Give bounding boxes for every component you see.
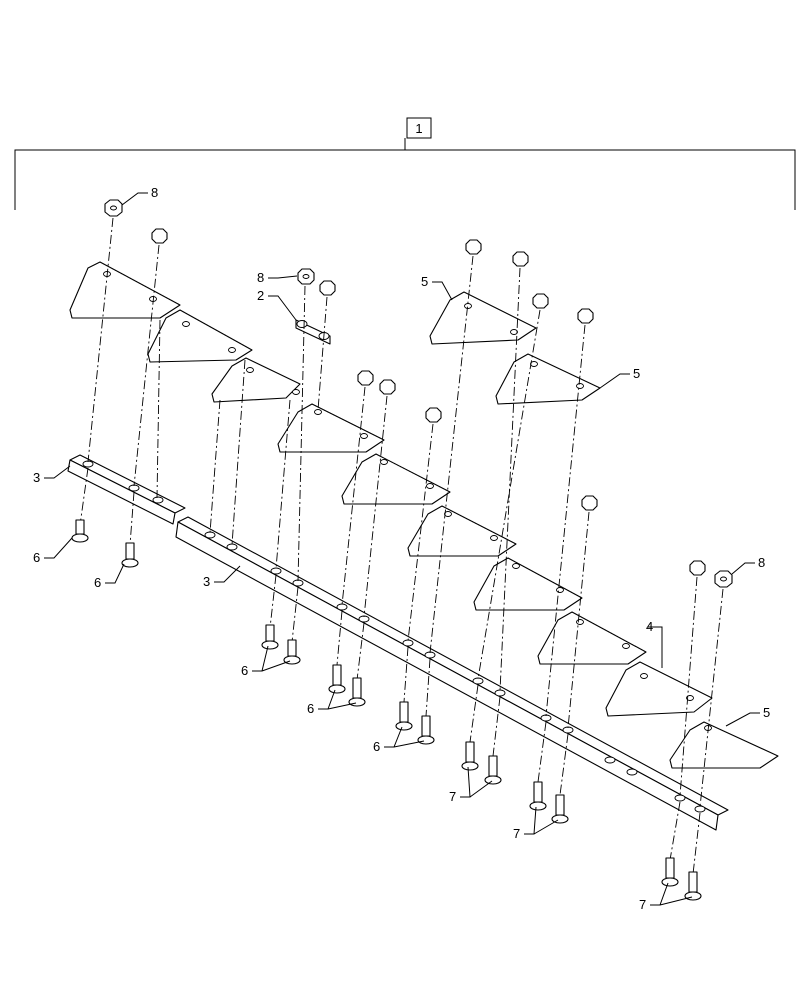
callout-3: 3 — [203, 574, 210, 589]
callout-2: 2 — [257, 288, 264, 303]
bolts — [71, 519, 702, 901]
nut-icon — [357, 370, 374, 386]
callout-8: 8 — [758, 555, 765, 570]
nut-icon — [465, 239, 482, 255]
bolt-icon — [684, 871, 702, 901]
callout-5: 5 — [421, 274, 428, 289]
bolt-icon — [348, 677, 366, 707]
bolt-icon — [121, 542, 139, 568]
callout-6: 6 — [241, 663, 248, 678]
bolt-icon — [529, 781, 547, 811]
callout-6: 6 — [94, 575, 101, 590]
callout-8: 8 — [257, 270, 264, 285]
callout-labels: 8 8 2 5 5 8 4 5 3 3 6 6 6 6 6 7 7 7 — [33, 185, 770, 912]
callout-7: 7 — [449, 789, 456, 804]
nut-icon — [297, 268, 315, 285]
spacer-plate — [295, 319, 331, 345]
nut-icon — [425, 407, 442, 423]
center-lines — [79, 217, 724, 875]
nut-icon — [714, 570, 733, 588]
nut-icon — [319, 280, 336, 296]
bolt-icon — [661, 857, 679, 887]
callout-1: 1 — [415, 121, 422, 136]
nut-icon — [689, 560, 706, 576]
leader-lines — [44, 192, 760, 906]
knife-bar-short — [67, 454, 186, 525]
callout-6: 6 — [307, 701, 314, 716]
knife-sections — [69, 261, 779, 769]
callout-6: 6 — [33, 550, 40, 565]
callout-8: 8 — [151, 185, 158, 200]
bolt-icon — [328, 664, 346, 694]
assembly-bracket: 1 — [14, 117, 796, 210]
nut-icon — [151, 228, 168, 244]
callout-3: 3 — [33, 470, 40, 485]
nut-icon — [379, 379, 396, 395]
nut-icon — [577, 308, 594, 324]
bolt-icon — [461, 741, 479, 771]
bolt-icon — [283, 639, 301, 665]
bolt-icon — [395, 701, 413, 731]
nut-icon — [104, 199, 123, 217]
nuts — [104, 199, 733, 588]
knife-bar-long — [175, 516, 729, 831]
callout-6: 6 — [373, 739, 380, 754]
nut-icon — [512, 251, 529, 267]
bolt-icon — [484, 755, 502, 785]
bolt-icon — [71, 519, 89, 543]
callout-7: 7 — [639, 897, 646, 912]
callout-4: 4 — [646, 619, 653, 634]
bolt-icon — [551, 794, 569, 824]
callout-7: 7 — [513, 826, 520, 841]
nut-icon — [581, 495, 598, 511]
bolt-icon — [261, 624, 279, 650]
bolt-icon — [417, 715, 435, 745]
nut-icon — [532, 293, 549, 309]
callout-5: 5 — [633, 366, 640, 381]
callout-5: 5 — [763, 705, 770, 720]
